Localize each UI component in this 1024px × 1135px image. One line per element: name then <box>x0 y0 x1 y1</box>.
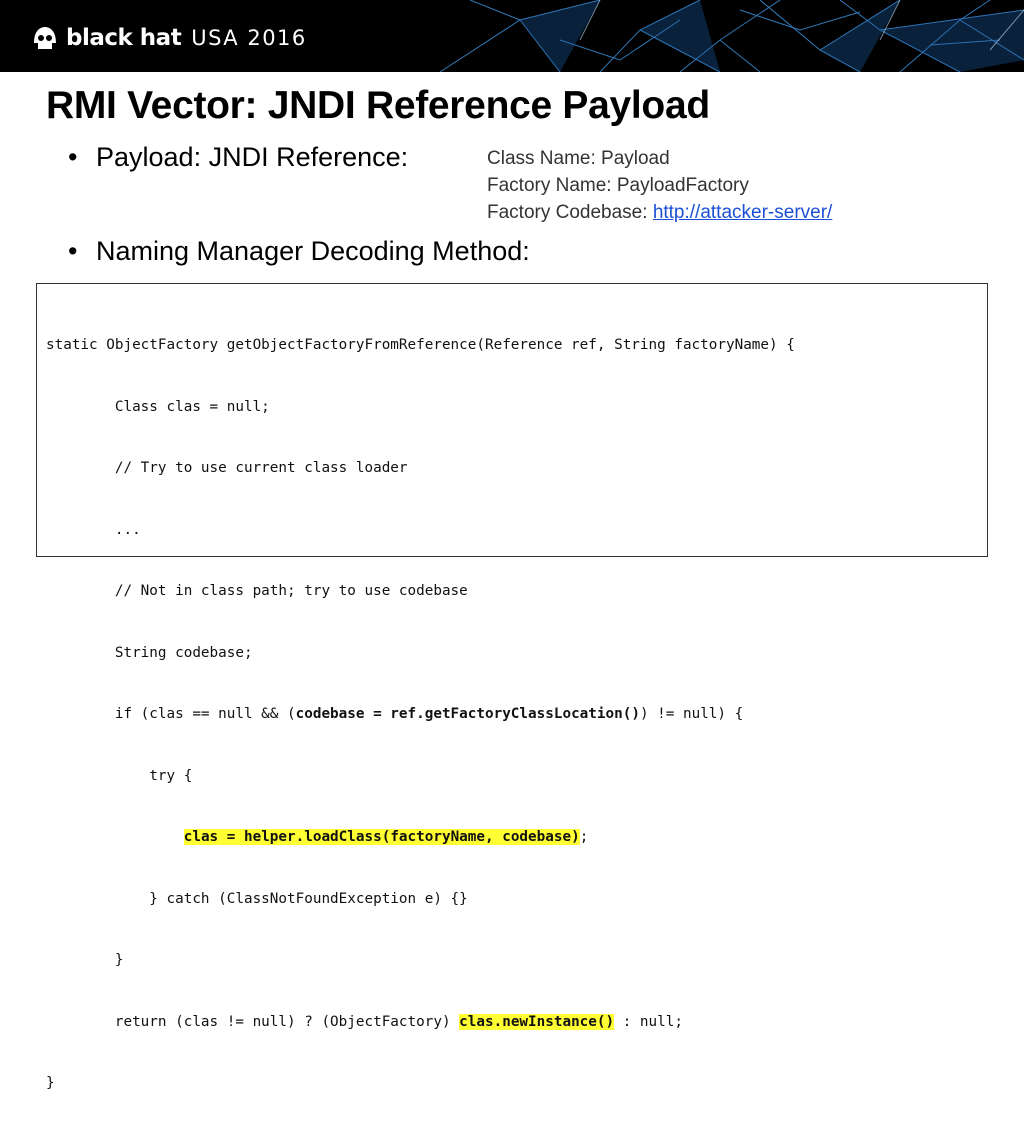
blackhat-logo: black hat USA 2016 <box>30 22 307 54</box>
shattered-glass-graphic <box>439 0 1024 72</box>
code-segment: ; <box>579 829 589 845</box>
slide-title: RMI Vector: JNDI Reference Payload <box>46 84 710 127</box>
reference-details: Class Name: Payload Factory Name: Payloa… <box>487 145 832 226</box>
code-line: Class clas = null; <box>46 398 270 415</box>
code-line: clas = helper.loadClass(factoryName, cod… <box>46 827 795 848</box>
code-line: if (clas == null && (codebase = ref.getF… <box>46 704 795 725</box>
factory-name-line: Factory Name: PayloadFactory <box>487 175 749 196</box>
code-segment: ) != null) { <box>639 706 744 722</box>
code-segment: return (clas != null) ? (ObjectFactory) <box>46 1013 460 1030</box>
code-segment: : null; <box>614 1013 683 1030</box>
factory-codebase-label: Factory Codebase: <box>487 202 653 223</box>
bullet-decoding: • Naming Manager Decoding Method: <box>68 236 530 267</box>
factory-codebase-line: Factory Codebase: http://attacker-server… <box>487 199 832 226</box>
bullet-decoding-label: Naming Manager Decoding Method: <box>96 236 530 266</box>
code-line: } <box>46 952 124 968</box>
highlighted-code-loadclass: clas = helper.loadClass(factoryName, cod… <box>183 829 580 845</box>
code-line: ... <box>46 521 141 538</box>
code-line: try { <box>46 767 193 784</box>
code-line: } <box>46 1075 55 1091</box>
event-text: USA 2016 <box>191 26 307 50</box>
logo-text: black hat <box>66 25 182 51</box>
code-block: static ObjectFactory getObjectFactoryFro… <box>36 283 988 1091</box>
highlighted-code-newinstance: clas.newInstance() <box>459 1013 615 1030</box>
code-line: // Not in class path; try to use codebas… <box>46 583 468 599</box>
code-segment <box>46 829 184 845</box>
class-name-line: Class Name: Payload <box>487 148 670 169</box>
code-line: return (clas != null) ? (ObjectFactory) … <box>46 1012 795 1033</box>
code-line: // Try to use current class loader <box>46 460 408 476</box>
bullet-payload: • Payload: JNDI Reference: <box>68 142 408 173</box>
header-bar: black hat USA 2016 <box>0 0 1024 72</box>
bullet-dot-icon: • <box>68 142 78 172</box>
hat-icon <box>34 27 56 49</box>
bullet-dot-icon: • <box>68 236 78 266</box>
code-line: static ObjectFactory getObjectFactoryFro… <box>46 337 795 353</box>
codebase-link[interactable]: http://attacker-server/ <box>652 202 833 223</box>
code-line: String codebase; <box>46 644 253 661</box>
code-listing: static ObjectFactory getObjectFactoryFro… <box>46 294 795 1135</box>
code-segment: if (clas == null && ( <box>46 706 296 722</box>
code-bold-segment: codebase = ref.getFactoryClassLocation() <box>295 706 640 722</box>
code-line: } catch (ClassNotFoundException e) {} <box>46 890 468 907</box>
bullet-payload-label: Payload: JNDI Reference: <box>96 142 409 172</box>
